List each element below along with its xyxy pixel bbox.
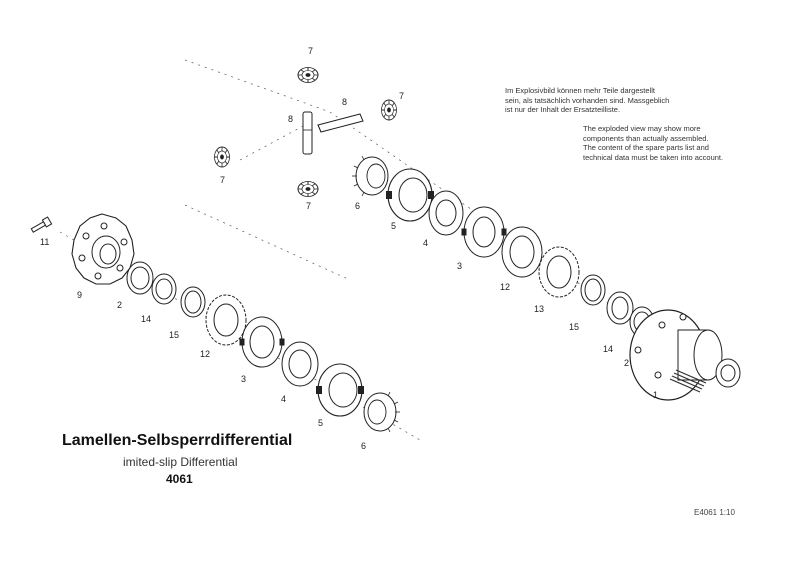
callout-label: 14 — [141, 314, 151, 324]
callout-label: 15 — [169, 330, 179, 340]
callout-label: 7 — [306, 201, 311, 211]
side-gear-upper — [352, 155, 389, 197]
pressure-ring-lower — [316, 363, 364, 417]
diagram-number: 4061 — [166, 472, 193, 486]
drawing-reference: E4061 1:10 — [694, 508, 735, 517]
callout-label: 7 — [399, 91, 404, 101]
note-line: sein, als tatsächlich vorhanden sind. Ma… — [505, 95, 670, 105]
note-line: The exploded view may show more — [583, 124, 701, 133]
upper-disc-stack — [428, 190, 655, 338]
spider-gear-left — [214, 146, 230, 168]
callout-label: 11 — [40, 237, 49, 247]
callout-label: 5 — [391, 221, 396, 231]
note-line: The content of the spare parts list and — [583, 143, 709, 152]
callout-label: 6 — [361, 441, 366, 451]
callout-label: 3 — [457, 261, 462, 271]
cross-pin-vertical — [302, 111, 313, 155]
callout-label: 12 — [500, 282, 510, 292]
callout-label: 15 — [569, 322, 579, 332]
callouts: 7 8 8 7 7 7 6 5 4 3 12 13 15 14 2 1 11 9… — [40, 46, 658, 451]
spider-gear-right — [381, 99, 397, 121]
lower-disc-stack — [126, 261, 319, 387]
callout-label: 4 — [281, 394, 286, 404]
callout-label: 7 — [308, 46, 313, 56]
bolt — [30, 216, 53, 233]
callout-label: 12 — [200, 349, 210, 359]
flange-cover — [71, 213, 135, 285]
note-line: technical data must be taken into accoun… — [583, 152, 724, 162]
note-line: ist nur der Inhalt der Ersatzteilliste. — [505, 105, 621, 114]
note-german: Im Explosivbild können mehr Teile darges… — [505, 86, 720, 115]
callout-label: 2 — [117, 300, 122, 310]
note-english: The exploded view may show more componen… — [583, 124, 728, 162]
axis-lines — [59, 59, 691, 441]
callout-label: 4 — [423, 238, 428, 248]
spider-gear-bottom — [297, 181, 319, 197]
pressure-ring-upper — [386, 168, 434, 222]
diagram-title-english: imited-slip Differential — [123, 455, 238, 469]
cross-pin-horizontal — [317, 113, 364, 133]
spider-gear-top — [297, 67, 319, 83]
note-line: Im Explosivbild können mehr Teile darges… — [505, 86, 655, 95]
callout-label: 3 — [241, 374, 246, 384]
callout-label: 7 — [220, 175, 225, 185]
callout-label: 1 — [653, 390, 658, 400]
callout-label: 8 — [288, 114, 293, 124]
differential-housing — [629, 309, 741, 401]
diagram-title-german: Lamellen-Selbsperrdifferential — [62, 432, 293, 449]
callout-label: 5 — [318, 418, 323, 428]
side-gear-lower — [363, 391, 400, 433]
callout-label: 2 — [624, 358, 629, 368]
callout-label: 9 — [77, 290, 82, 300]
callout-label: 13 — [534, 304, 544, 314]
note-line: components than actually assembled. — [583, 133, 709, 143]
callout-label: 14 — [603, 344, 613, 354]
callout-label: 6 — [355, 201, 360, 211]
callout-label: 8 — [342, 97, 347, 107]
